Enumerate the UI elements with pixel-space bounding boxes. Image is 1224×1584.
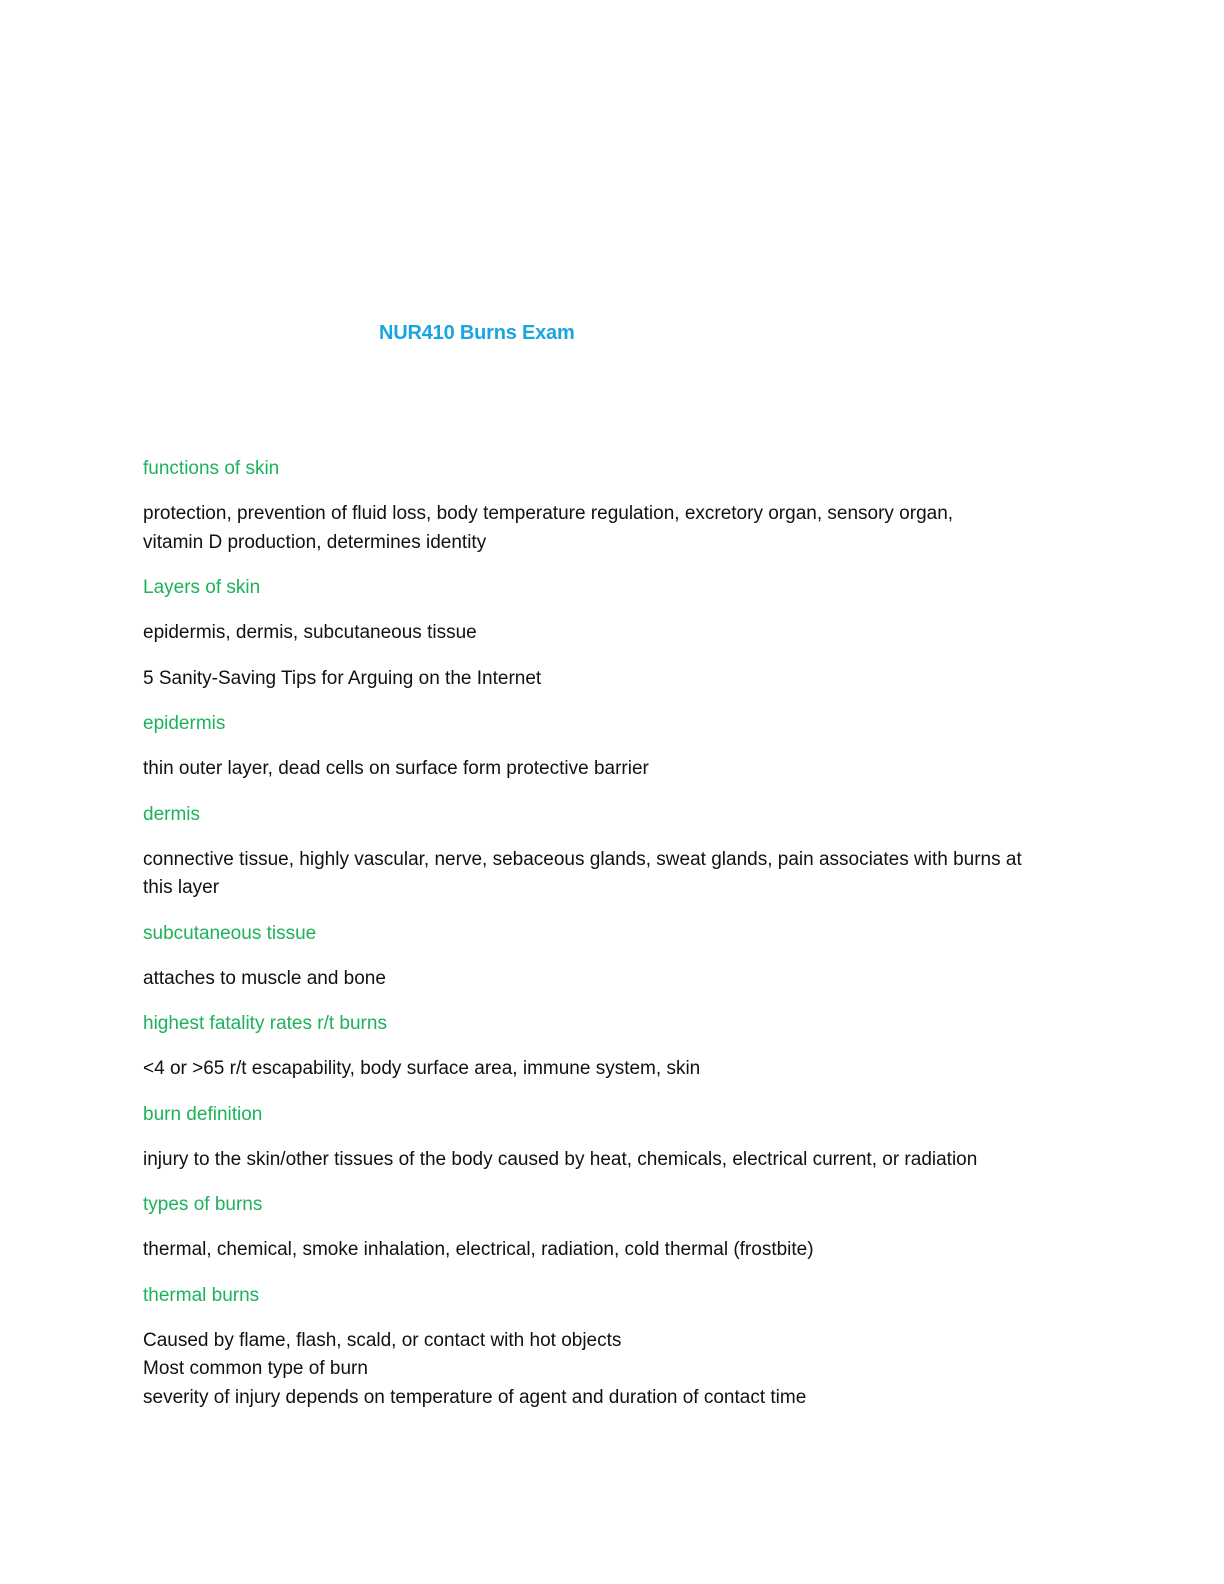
definition-line: this layer bbox=[143, 877, 220, 898]
definition-functions-of-skin: protection, prevention of fluid loss, bo… bbox=[143, 500, 1073, 557]
definition-line: connective tissue, highly vascular, nerv… bbox=[143, 848, 1022, 870]
definition-line: thermal, chemical, smoke inhalation, ele… bbox=[143, 1239, 814, 1260]
definition-layers-of-skin: epidermis, dermis, subcutaneous tissue bbox=[143, 619, 1073, 648]
definition-line: epidermis, dermis, subcutaneous tissue bbox=[143, 622, 477, 643]
definition-epidermis: thin outer layer, dead cells on surface … bbox=[143, 755, 1073, 784]
definition-line: injury to the skin/other tissues of the … bbox=[143, 1148, 978, 1170]
term-thermal-burns: thermal burns bbox=[143, 1284, 260, 1306]
term-burn-definition: burn definition bbox=[143, 1103, 263, 1125]
definition-line: attaches to muscle and bone bbox=[143, 967, 386, 989]
inserted-text-line: 5 Sanity-Saving Tips for Arguing on the … bbox=[143, 665, 1073, 694]
term-layers-of-skin: Layers of skin bbox=[143, 577, 261, 598]
definition-dermis: connective tissue, highly vascular, nerv… bbox=[143, 846, 1073, 903]
flashcard-list: functions of skin protection, prevention… bbox=[143, 455, 1073, 1429]
term-types-of-burns: types of burns bbox=[143, 1194, 263, 1215]
definition-line: Caused by flame, flash, scald, or contac… bbox=[143, 1329, 622, 1351]
definition-burn-definition: injury to the skin/other tissues of the … bbox=[143, 1146, 1073, 1175]
definition-line: protection, prevention of fluid loss, bo… bbox=[143, 503, 954, 524]
definition-line: severity of injury depends on temperatur… bbox=[143, 1386, 807, 1408]
definition-line: thin outer layer, dead cells on surface … bbox=[143, 758, 649, 779]
term-functions-of-skin: functions of skin bbox=[143, 458, 280, 479]
definition-subcutaneous-tissue: attaches to muscle and bone bbox=[143, 965, 1073, 994]
term-epidermis: epidermis bbox=[143, 713, 226, 734]
definition-types-of-burns: thermal, chemical, smoke inhalation, ele… bbox=[143, 1236, 1073, 1265]
document-title: NUR410 Burns Exam bbox=[379, 322, 575, 344]
definition-highest-fatality-rates: <4 or >65 r/t escapability, body surface… bbox=[143, 1055, 1073, 1084]
term-subcutaneous-tissue: subcutaneous tissue bbox=[143, 922, 317, 944]
term-highest-fatality-rates: highest fatality rates r/t burns bbox=[143, 1013, 387, 1034]
term-dermis: dermis bbox=[143, 803, 201, 825]
definition-line: 5 Sanity-Saving Tips for Arguing on the … bbox=[143, 667, 542, 689]
definition-line: <4 or >65 r/t escapability, body surface… bbox=[143, 1058, 701, 1079]
definition-thermal-burns: Caused by flame, flash, scald, or contac… bbox=[143, 1327, 1073, 1413]
definition-line: Most common type of burn bbox=[143, 1358, 368, 1379]
definition-line: vitamin D production, determines identit… bbox=[143, 531, 487, 553]
